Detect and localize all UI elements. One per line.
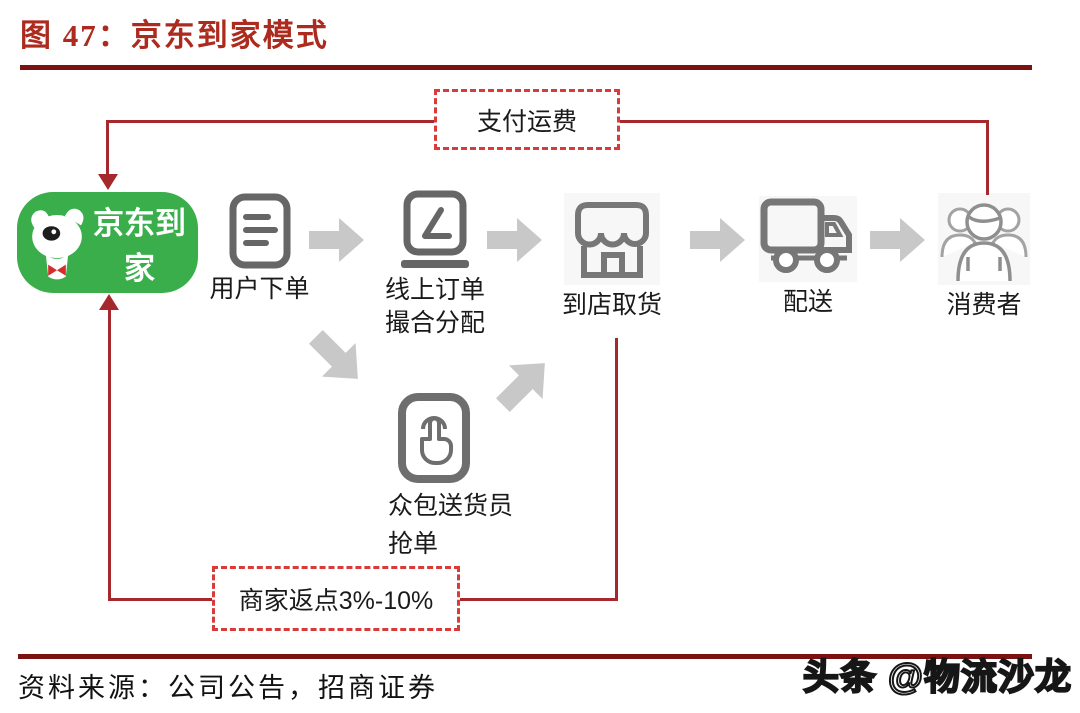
people-group-icon (938, 193, 1030, 285)
flow-arrow-up-right-icon (495, 363, 545, 413)
jd-daojia-logo: 京东到家 (17, 192, 198, 293)
flow-arrow-right-icon (487, 218, 542, 262)
step-crowdsource (394, 392, 474, 484)
arrowhead-into-logo-top (98, 174, 118, 190)
step-store-pickup-label: 到店取货 (561, 291, 662, 319)
footer-rule (18, 654, 1032, 659)
fee-box: 支付运费 (434, 89, 620, 150)
online-order-line2: 撮合分配 (384, 308, 485, 337)
flow-arrow-right-icon (870, 218, 925, 262)
step-consumer-label: 消费者 (946, 291, 1022, 319)
step-user-order: 用户下单 (209, 193, 310, 306)
figure-title: 图 47：京东到家模式 (20, 18, 329, 53)
step-delivery-label: 配送 (782, 288, 833, 316)
rebate-box: 商家返点3%-10% (212, 566, 460, 631)
laptop-icon (401, 190, 469, 268)
tap-hand-icon (398, 393, 470, 483)
jd-dog-mascot-icon (31, 208, 84, 279)
fee-connector-left-vertical (106, 120, 109, 176)
fee-box-label: 支付运费 (476, 107, 577, 136)
step-crowdsource-label: 众包送货员 抢单 (388, 488, 548, 563)
arrowhead-into-logo-bottom (99, 294, 119, 310)
step-online-order: 线上订单 撮合分配 (383, 190, 487, 339)
flow-arrow-right-icon (309, 218, 364, 262)
rebate-connector-right-horizontal (458, 598, 618, 601)
flow-arrow-right-icon (690, 218, 745, 262)
step-online-order-label: 线上订单 撮合分配 (385, 274, 485, 339)
source-note: 资料来源：公司公告，招商证券 (18, 673, 438, 703)
crowdsource-line2: 抢单 (388, 529, 439, 558)
watermark: 头条 @物流沙龙 (802, 655, 1072, 698)
rebate-connector-left-vertical (108, 308, 111, 601)
rebate-connector-right-vertical (615, 338, 618, 601)
document-icon (229, 193, 290, 269)
title-underline (20, 65, 1032, 70)
online-order-line1: 线上订单 (384, 276, 485, 304)
step-delivery: 配送 (750, 196, 866, 319)
truck-icon (759, 196, 857, 282)
fee-connector-right-vertical (986, 120, 989, 195)
step-user-order-label: 用户下单 (209, 275, 310, 303)
rebate-box-label: 商家返点3%-10% (238, 586, 434, 615)
storefront-icon (564, 193, 660, 285)
crowdsource-line1: 众包送货员 (388, 492, 514, 520)
rebate-connector-left-horizontal (108, 598, 216, 601)
logo-wordmark: 京东到家 (93, 205, 186, 286)
step-store-pickup: 到店取货 (556, 193, 668, 322)
flow-arrow-down-right-icon (308, 329, 358, 379)
step-consumer: 消费者 (932, 193, 1036, 322)
